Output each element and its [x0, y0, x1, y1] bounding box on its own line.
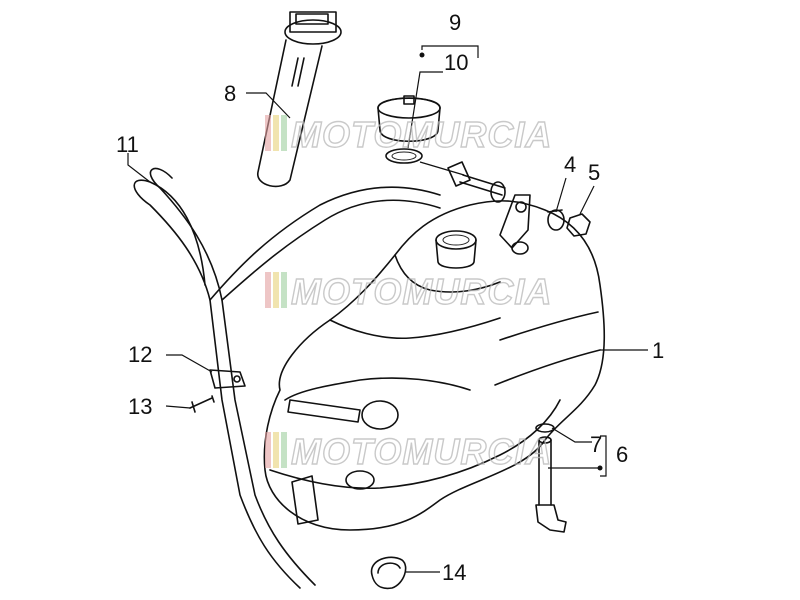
- o-ring-part: [535, 423, 555, 433]
- callout-14: 14: [442, 560, 466, 585]
- leader-lines: [127, 45, 648, 573]
- watermark-top: MOTOMURCIA: [265, 113, 552, 156]
- callout-11: 11: [116, 132, 139, 157]
- drain-pipe-part: [535, 436, 567, 533]
- watermark-bottom: MOTOMURCIA: [265, 430, 552, 473]
- leader-dot: [597, 465, 603, 471]
- callout-7: 7: [590, 432, 602, 457]
- nut-part: [566, 213, 591, 237]
- callout-1: 1: [652, 338, 664, 363]
- watermark-brand: MOTOMURCIA: [291, 271, 552, 312]
- leader-dot: [419, 52, 425, 58]
- breather-hose-part: [133, 167, 441, 589]
- hose-clip-part: [370, 556, 407, 590]
- callout-13: 13: [128, 394, 152, 419]
- hose-clamp-bracket-part: [209, 369, 246, 389]
- callout-labels: 1 4 5 6 7 8 9 10 11 12 13 14: [116, 10, 664, 585]
- callout-4: 4: [564, 152, 576, 177]
- fuel-tank-part: [263, 194, 606, 531]
- callout-12: 12: [128, 342, 152, 367]
- mount-bolt-part: [447, 161, 506, 196]
- screw-part: [189, 395, 215, 413]
- callout-8: 8: [224, 81, 236, 106]
- callout-6: 6: [616, 442, 628, 467]
- callout-5: 5: [588, 160, 600, 185]
- callout-10: 10: [444, 50, 468, 75]
- callout-9: 9: [449, 10, 461, 35]
- watermark-middle: MOTOMURCIA: [265, 270, 552, 313]
- cap-gasket-part: [385, 148, 423, 164]
- fuel-level-sender-part: [257, 11, 342, 188]
- watermark-brand: MOTOMURCIA: [291, 431, 552, 472]
- washer-part: [490, 181, 506, 203]
- filler-cap-part: [377, 95, 441, 143]
- watermark-brand: MOTOMURCIA: [291, 114, 552, 155]
